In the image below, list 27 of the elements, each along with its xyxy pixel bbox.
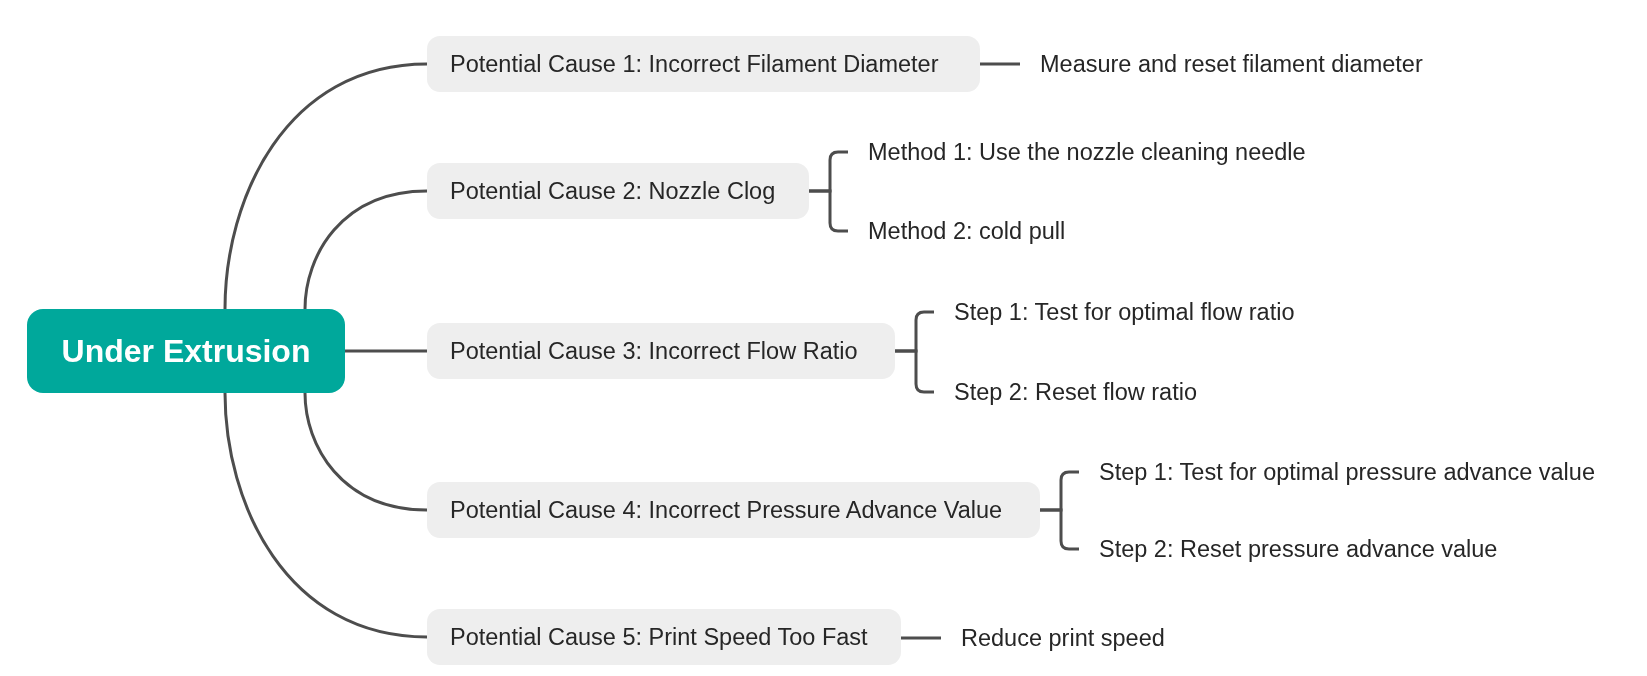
cause-text: Potential Cause 2: Nozzle Clog	[450, 177, 776, 205]
solution-text: Step 1: Test for optimal flow ratio	[954, 298, 1295, 326]
cause-topic	[427, 163, 809, 219]
cause-text: Potential Cause 1: Incorrect Filament Diameter	[450, 50, 939, 78]
central-topic	[27, 309, 345, 393]
cause-text: Potential Cause 4: Incorrect Pressure Advance Value	[450, 496, 1003, 524]
branch-line	[223, 392, 428, 639]
solution-text: Measure and reset filament diameter	[1040, 50, 1423, 78]
cause-topic	[427, 36, 980, 92]
branch-line	[345, 349, 427, 353]
cause-text: Potential Cause 5: Print Speed Too Fast	[450, 623, 868, 651]
solution-text: Reduce print speed	[961, 624, 1165, 652]
branch-line	[980, 62, 1020, 66]
cause-text: Potential Cause 3: Incorrect Flow Ratio	[450, 337, 858, 365]
cause-topic	[427, 482, 1040, 538]
central-topic-title: Under Extrusion	[61, 332, 311, 370]
branch-line	[223, 62, 428, 310]
cause-topic	[427, 609, 901, 665]
cause-topic	[427, 323, 895, 379]
solution-text: Step 2: Reset pressure advance value	[1099, 535, 1498, 563]
branch-line	[901, 636, 941, 640]
branch-line	[303, 392, 428, 512]
solution-text: Step 2: Reset flow ratio	[954, 378, 1197, 406]
solution-text: Step 1: Test for optimal pressure advance value	[1099, 458, 1595, 486]
branch-line	[303, 189, 428, 310]
solution-text: Method 2: cold pull	[868, 217, 1066, 245]
solution-text: Method 1: Use the nozzle cleaning needle	[868, 138, 1306, 166]
